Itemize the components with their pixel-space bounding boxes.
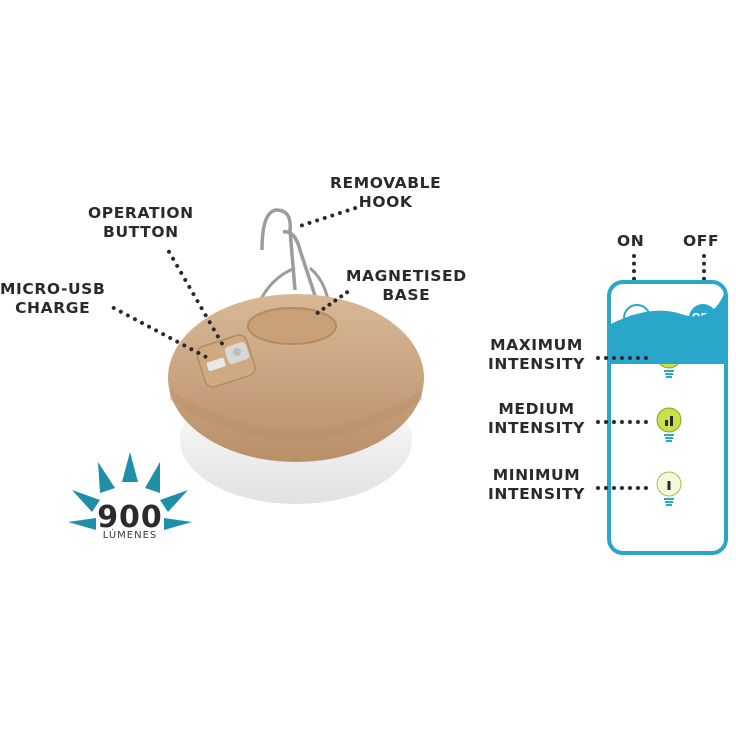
label-line: MEDIUM	[498, 400, 575, 418]
leader-max	[596, 356, 648, 360]
label-medium-intensity: MEDIUM INTENSITY	[488, 400, 585, 438]
usb-port-icon	[206, 357, 226, 372]
label-line: CHARGE	[15, 299, 91, 317]
magnetic-base	[247, 307, 337, 345]
lumens-value: 900	[97, 500, 163, 535]
label-line: MAXIMUM	[490, 336, 583, 354]
label-line: MICRO-USB	[0, 280, 106, 298]
lumens-unit: LÚMENES	[102, 530, 158, 541]
label-micro-usb: MICRO-USB CHARGE	[0, 280, 105, 318]
label-min-intensity: MINIMUM INTENSITY	[488, 466, 585, 504]
label-line: MINIMUM	[492, 466, 581, 484]
label-magnetised-base: MAGNETISED BASE	[346, 267, 467, 305]
label-line: REMOVABLE	[330, 174, 442, 192]
label-line: OPERATION	[88, 204, 194, 222]
label-line: HOOK	[358, 193, 413, 211]
bulb-medium-icon	[656, 407, 682, 442]
label-line: INTENSITY	[488, 419, 585, 437]
label-operation-button: OPERATION BUTTON	[88, 204, 194, 242]
label-line: BUTTON	[103, 223, 179, 241]
leader-off	[702, 254, 706, 296]
bulb-min-icon	[656, 471, 682, 506]
label-line: BASE	[382, 286, 431, 304]
brand-website: newgarden.es	[654, 527, 714, 537]
leader-on	[632, 254, 636, 296]
leader-medium	[596, 420, 648, 424]
label-line: INTENSITY	[488, 355, 585, 373]
label-line: INTENSITY	[488, 485, 585, 503]
label-max-intensity: MAXIMUM INTENSITY	[488, 336, 585, 374]
off-label: OFF	[683, 232, 720, 250]
label-line: MAGNETISED	[346, 267, 467, 285]
remote-footer-wave	[611, 294, 724, 364]
remote-control: ON OFF Not for garden newgarden.es	[607, 280, 728, 555]
label-removable-hook: REMOVABLE HOOK	[330, 174, 441, 212]
lamp-shell	[168, 294, 424, 462]
leader-min	[596, 486, 648, 490]
on-label: ON	[617, 232, 645, 250]
hook-wire	[260, 208, 320, 306]
brand-logo: Not for garden	[629, 523, 657, 545]
lumens-badge-star	[68, 452, 192, 530]
